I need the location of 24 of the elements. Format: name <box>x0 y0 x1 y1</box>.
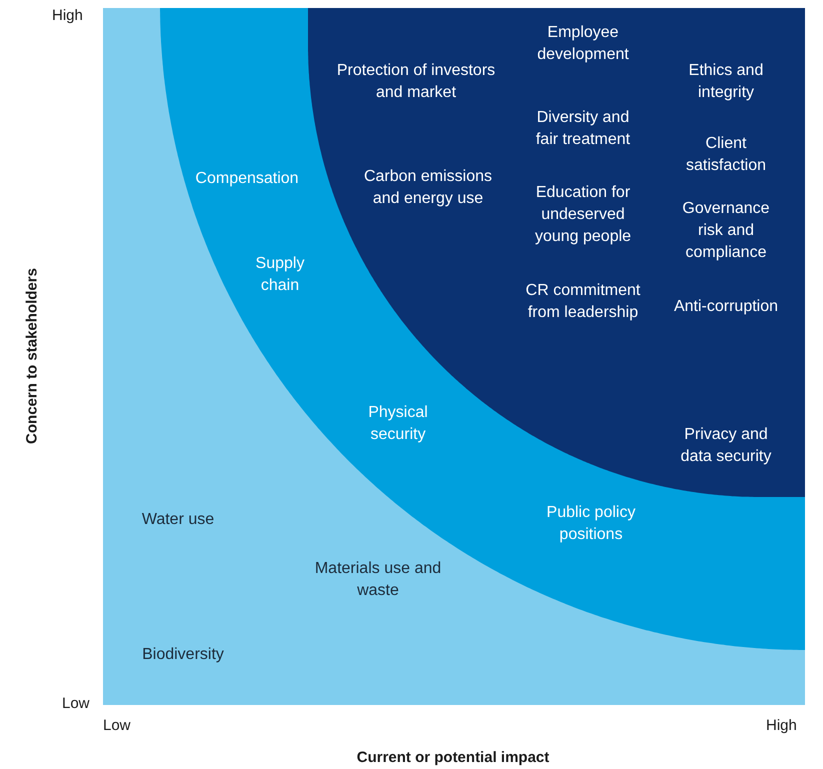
topic-label: Governance risk and compliance <box>681 199 771 263</box>
axis-tick-label: High <box>52 7 83 24</box>
topic-label: Privacy and data security <box>680 425 772 467</box>
topic-label: Protection of investors and market <box>336 61 496 103</box>
axis-tick-label: High <box>766 717 797 734</box>
axis-tick-label: Low <box>103 717 131 734</box>
axis-title: Concern to stakeholders <box>24 268 40 444</box>
topic-label: Materials use and waste <box>314 559 442 601</box>
topic-label: Physical security <box>367 403 429 445</box>
topic-label: Client satisfaction <box>684 134 768 176</box>
topic-label: CR commitment from leadership <box>524 281 642 323</box>
topic-label: Employee development <box>536 23 630 65</box>
axis-tick-label: Low <box>62 695 90 712</box>
topic-label: Public policy positions <box>546 503 636 545</box>
topic-label: Compensation <box>194 169 300 189</box>
topic-label: Water use <box>140 510 216 530</box>
topic-label: Anti-corruption <box>672 297 780 317</box>
topic-label: Diversity and fair treatment <box>534 108 632 150</box>
topic-label: Biodiversity <box>141 645 225 665</box>
topic-label: Supply chain <box>254 254 306 296</box>
topic-label: Ethics and integrity <box>688 61 764 103</box>
axis-title: Current or potential impact <box>356 749 550 766</box>
topic-label: Education for undeserved young people <box>534 183 632 247</box>
topic-label: Carbon emissions and energy use <box>362 167 494 209</box>
